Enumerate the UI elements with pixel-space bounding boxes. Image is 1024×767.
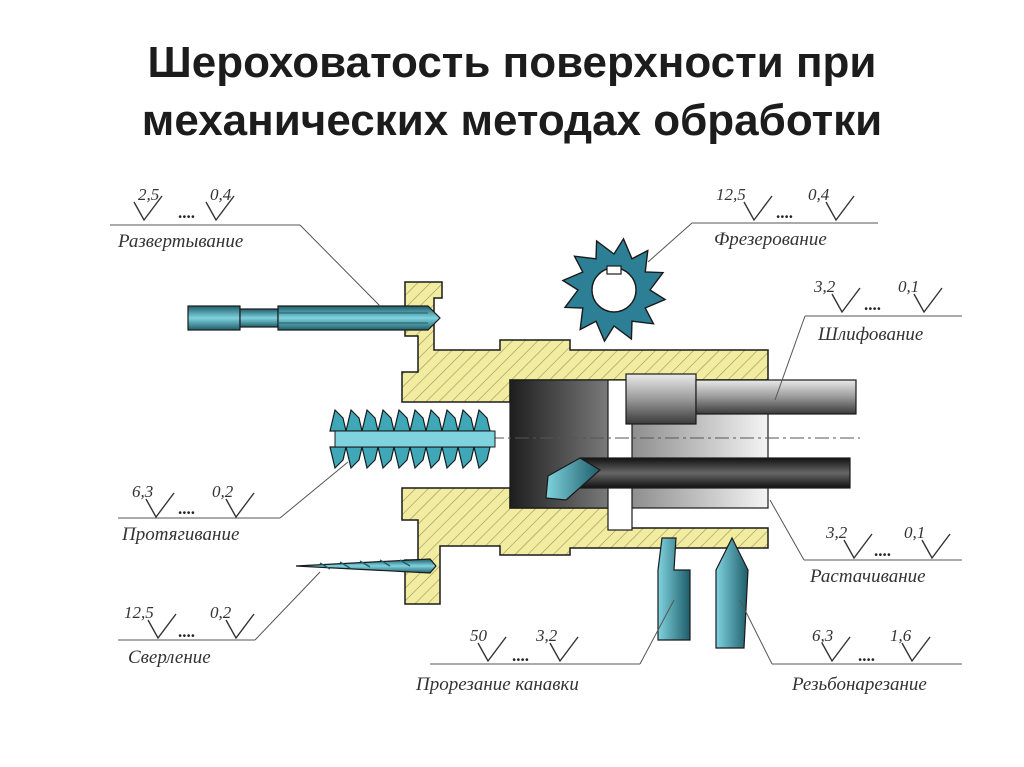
milling-dots: .... (776, 203, 793, 222)
milling-rough-value: 12,5 (716, 185, 746, 204)
reaming-dots: .... (178, 203, 195, 222)
label-grinding: 3,2 .... 0,1 Шлифование (813, 277, 943, 345)
broaching-dots: .... (178, 499, 195, 518)
grooving-dots: .... (512, 646, 529, 665)
drill-tool (295, 558, 437, 574)
reamer-tool (187, 305, 441, 331)
label-reaming: 2,5 .... 0,4 Развертывание (117, 185, 243, 252)
reaming-label: Развертывание (117, 231, 243, 252)
label-milling: 12,5 .... 0,4 Фрезерование (714, 185, 855, 250)
drilling-dots: .... (178, 622, 195, 641)
milling-label: Фрезерование (714, 229, 827, 250)
label-boring: 3,2 .... 0,1 Растачивание (809, 523, 951, 587)
leader-lines (110, 222, 962, 665)
drilling-label: Сверление (128, 647, 211, 668)
threading-label: Резьбонарезание (791, 674, 927, 695)
reaming-fine-value: 0,4 (210, 185, 232, 204)
boring-dots: .... (874, 541, 891, 560)
boring-rough-value: 3,2 (825, 523, 848, 542)
milling-fine-value: 0,4 (808, 185, 830, 204)
grooving-tool (657, 537, 691, 641)
threading-rough-value: 6,3 (812, 626, 833, 645)
boring-label: Растачивание (809, 566, 926, 587)
slide-title: Шероховатость поверхности при механическ… (0, 34, 1024, 150)
grooving-label: Прорезание канавки (415, 674, 579, 695)
grinding-fine-value: 0,1 (898, 277, 919, 296)
milling-cutter (561, 237, 667, 343)
drilling-fine-value: 0,2 (210, 603, 232, 622)
threading-tool (715, 536, 749, 649)
boring-tool (545, 457, 851, 501)
grinding-dots: .... (864, 295, 881, 314)
broach-tool (329, 408, 496, 470)
drilling-rough-value: 12,5 (124, 603, 154, 622)
label-grooving: 50 .... 3,2 Прорезание канавки (415, 626, 579, 695)
workpiece-upper-wall (401, 281, 769, 403)
reaming-rough-value: 2,5 (138, 185, 159, 204)
broaching-label: Протягивание (121, 524, 239, 545)
label-threading: 6,3 .... 1,6 Резьбонарезание (791, 626, 931, 695)
label-broaching: 6,3 .... 0,2 Протягивание (121, 482, 255, 545)
broaching-rough-value: 6,3 (132, 482, 153, 501)
threading-fine-value: 1,6 (890, 626, 912, 645)
grinding-label: Шлифование (817, 324, 923, 345)
broaching-fine-value: 0,2 (212, 482, 234, 501)
grooving-fine-value: 3,2 (535, 626, 558, 645)
grooving-rough-value: 50 (470, 626, 488, 645)
label-drilling: 12,5 .... 0,2 Сверление (124, 603, 255, 668)
boring-fine-value: 0,1 (904, 523, 925, 542)
title-line-1: Шероховатость поверхности при (147, 38, 877, 87)
grinding-rough-value: 3,2 (813, 277, 836, 296)
threading-dots: .... (858, 646, 875, 665)
title-line-2: механических методах обработки (141, 96, 883, 145)
